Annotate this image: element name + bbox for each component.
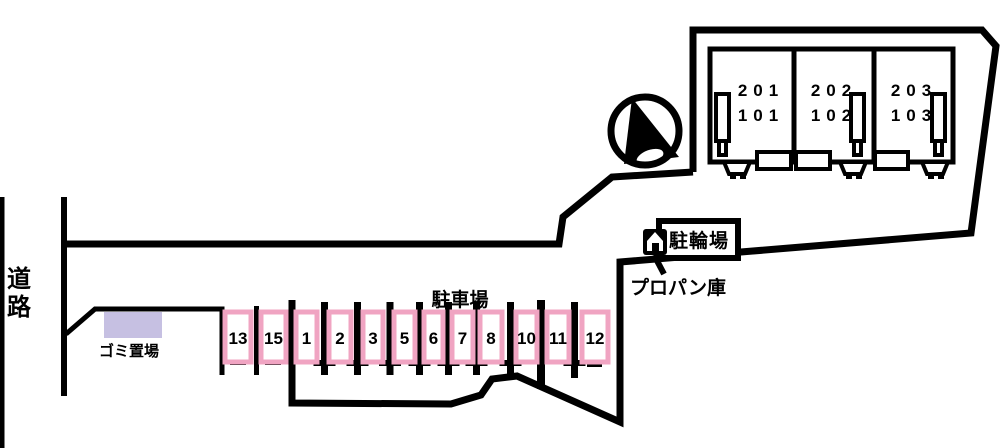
parking-stall-box (421, 309, 446, 365)
unit-upper-label: 202 (811, 81, 857, 100)
stall-number: 8 (486, 329, 495, 348)
unit-upper-label: 201 (738, 81, 784, 100)
parking-stall-box (222, 309, 254, 365)
bicycle-parking-box (656, 218, 741, 261)
stall-number: 1 (302, 329, 311, 348)
parking-stall-numbers: 13 15 1 2 3 5 6 7 8 10 11 12 (229, 329, 605, 348)
stall-number: 3 (368, 329, 377, 348)
road-label: 道路 (3, 265, 31, 322)
parking-stall-box (513, 309, 540, 365)
parking-stall-box (449, 309, 476, 365)
parking-stall-box (391, 309, 418, 365)
building-porches (721, 160, 951, 179)
building-terraces (755, 150, 910, 171)
unit-lower-label: 101 (738, 106, 784, 125)
parking-stall-box (477, 309, 505, 365)
parking-stall-box (258, 309, 289, 365)
building-unit-dividers (791, 49, 877, 162)
unit-lower-label: 103 (891, 106, 937, 125)
stall-number: 11 (549, 329, 567, 348)
compass-north-arrow-icon (607, 93, 683, 169)
parking-stall-box (360, 309, 386, 365)
parking-stall-box (544, 309, 572, 365)
stall-number: 15 (264, 329, 283, 348)
stall-number: 6 (429, 329, 438, 348)
stall-number: 10 (517, 329, 536, 348)
parking-lot-label: 駐車場 (431, 288, 488, 311)
stall-divider-thin-lines (219, 306, 259, 375)
garbage-area-rect (104, 312, 162, 338)
building-unit-labels: 201 101 202 102 203 103 (738, 81, 937, 125)
stall-number: 7 (458, 329, 467, 348)
parking-stall-box (326, 309, 354, 365)
stall-number: 13 (229, 329, 248, 348)
stall-number: 2 (335, 329, 344, 348)
propane-label: プロパン庫 (630, 276, 726, 299)
propane-pointer-line (651, 253, 667, 276)
unit-upper-label: 203 (891, 81, 937, 100)
parking-stall-box (579, 309, 611, 365)
building-entry-notches (714, 92, 947, 157)
propane-tank-icon (643, 229, 667, 255)
boundary-left-chain (63, 168, 694, 248)
stall-number: 12 (586, 329, 605, 348)
parking-stall-box (293, 309, 320, 365)
boundary-upper-perimeter (288, 26, 1000, 428)
parking-stalls (222, 309, 611, 365)
bicycle-parking-label: 駐輪場 (669, 229, 729, 252)
garbage-area-label: ゴミ置場 (99, 342, 159, 360)
unit-lower-label: 102 (811, 106, 857, 125)
stall-divider-lines (321, 302, 578, 378)
stall-number: 5 (400, 329, 409, 348)
